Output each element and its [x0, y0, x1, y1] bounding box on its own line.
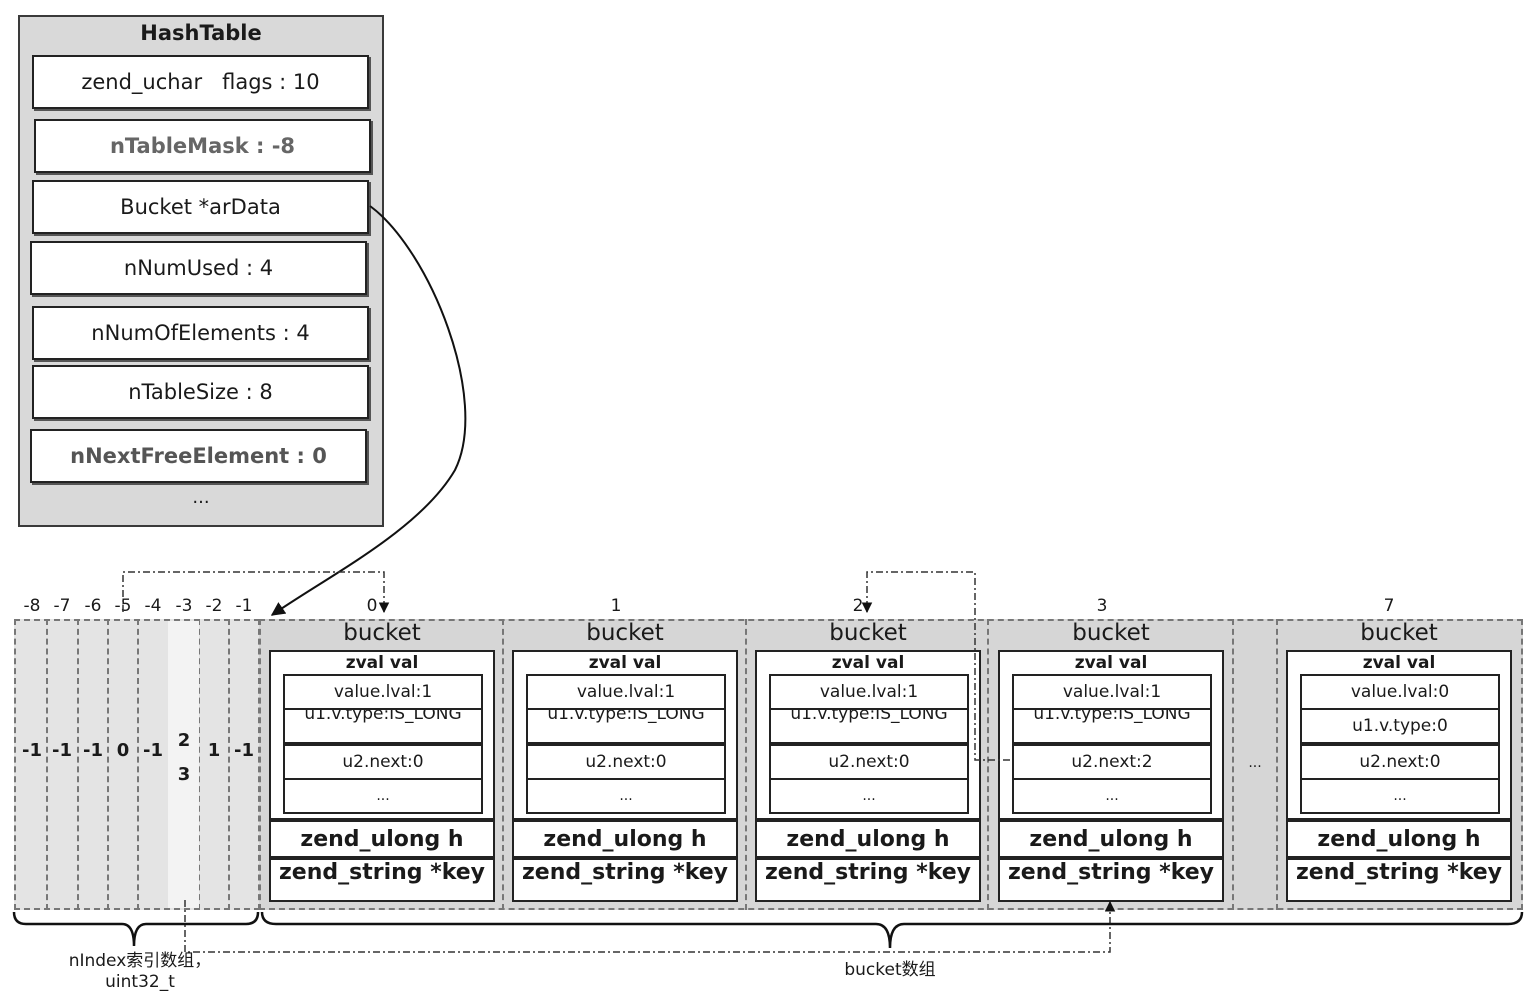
zval-title: zval val — [588, 653, 662, 673]
bucket-title: bucket — [586, 620, 664, 646]
hash-field: zend_ulong h — [998, 820, 1224, 858]
hashtable-struct: HashTable zend_uchar flags : 10 nTableMa… — [18, 15, 384, 527]
index-array-brace — [12, 911, 260, 947]
bucket-divider — [1232, 619, 1234, 910]
bucket-divider — [987, 619, 989, 910]
bucket-title: bucket — [1072, 620, 1150, 646]
ht-field-nnextfreeelement: nNextFreeElement : 0 — [30, 429, 367, 483]
bucket-title: bucket — [1360, 620, 1438, 646]
hash-field: zend_ulong h — [1286, 820, 1512, 858]
bucket-index: 0 — [366, 596, 378, 616]
index-value: 1 — [207, 740, 221, 761]
index-header: -2 — [205, 596, 223, 616]
zval-more-field: ... — [283, 778, 483, 814]
nindex-array-label: nIndex索引数组， uint32_t — [68, 951, 212, 992]
zval-value-field: value.lval:1 — [1012, 674, 1212, 710]
zval-type-field: u1.v.type:IS_LONG — [526, 708, 726, 744]
bucket-array-brace — [260, 911, 1524, 949]
index-header: -1 — [235, 596, 253, 616]
zval-box: zval val value.lval:1 u1.v.type:IS_LONG … — [998, 650, 1224, 820]
bucket-divider — [1276, 619, 1278, 910]
ht-field-flags: zend_uchar flags : 10 — [32, 55, 369, 109]
index-to-bucket0-arrow — [122, 571, 390, 614]
index-value: -1 — [83, 740, 103, 761]
ht-field-ntablesize: nTableSize : 8 — [32, 365, 369, 419]
hash-field: zend_ulong h — [512, 820, 738, 858]
key-field: zend_string *key — [998, 858, 1224, 902]
ht-field-nnumofelements: nNumOfElements : 4 — [32, 306, 369, 360]
zval-value-field: value.lval:1 — [283, 674, 483, 710]
key-field: zend_string *key — [512, 858, 738, 902]
bucket-divider — [502, 619, 504, 910]
bucket-3: bucket zval val value.lval:1 u1.v.type:I… — [998, 620, 1224, 902]
zval-box: zval val value.lval:1 u1.v.type:IS_LONG … — [755, 650, 981, 820]
key-field: zend_string *key — [269, 858, 495, 902]
index-header: -8 — [23, 596, 41, 616]
index-header: -7 — [53, 596, 71, 616]
ht-field-ntablemask: nTableMask : -8 — [34, 119, 371, 173]
index-divider — [77, 619, 79, 910]
bucket-index: 2 — [852, 596, 864, 616]
zval-more-field: ... — [1300, 778, 1500, 814]
bucket-index: 7 — [1383, 596, 1395, 616]
zval-type-field: u1.v.type:0 — [1300, 708, 1500, 744]
bucket-0: bucket zval val value.lval:1 u1.v.type:I… — [269, 620, 495, 902]
zval-next-field: u2.next:2 — [1012, 744, 1212, 780]
index-to-bucket3-arrow — [184, 900, 1116, 953]
index-value: -1 — [52, 740, 72, 761]
bucket-index: 3 — [1096, 596, 1108, 616]
index-header: -6 — [84, 596, 102, 616]
ht-more-ellipsis: ... — [192, 487, 210, 508]
zval-more-field: ... — [1012, 778, 1212, 814]
index-divider — [46, 619, 48, 910]
zval-box: zval val value.lval:0 u1.v.type:0 u2.nex… — [1286, 650, 1512, 820]
zval-type-field: u1.v.type:IS_LONG — [283, 708, 483, 744]
index-divider — [228, 619, 230, 910]
bucket-1: bucket zval val value.lval:1 u1.v.type:I… — [512, 620, 738, 902]
bucket-index: 1 — [610, 596, 622, 616]
bucket-7: bucket zval val value.lval:0 u1.v.type:0… — [1286, 620, 1512, 902]
index-value: -1 — [234, 740, 254, 761]
bucket-array-label: bucket数组 — [844, 960, 936, 980]
index-value: -1 — [143, 740, 163, 761]
bucket-title: bucket — [343, 620, 421, 646]
hash-field: zend_ulong h — [755, 820, 981, 858]
index-slot-highlight — [168, 621, 199, 908]
zval-type-field: u1.v.type:IS_LONG — [1012, 708, 1212, 744]
index-value: 0 — [116, 740, 130, 761]
index-value: -1 — [22, 740, 42, 761]
zval-box: zval val value.lval:1 u1.v.type:IS_LONG … — [269, 650, 495, 820]
ardata-pointer-arrow — [270, 205, 467, 616]
zval-title: zval val — [1362, 653, 1436, 673]
bucket-divider — [745, 619, 747, 910]
zval-title: zval val — [831, 653, 905, 673]
zval-title: zval val — [345, 653, 419, 673]
hash-field: zend_ulong h — [269, 820, 495, 858]
bucket-title: bucket — [829, 620, 907, 646]
index-header: -4 — [144, 596, 162, 616]
index-divider — [137, 619, 139, 910]
zval-title: zval val — [1074, 653, 1148, 673]
zval-type-field: u1.v.type:IS_LONG — [769, 708, 969, 744]
ht-field-nnumused: nNumUsed : 4 — [30, 241, 367, 295]
zval-next-field: u2.next:0 — [769, 744, 969, 780]
zval-more-field: ... — [769, 778, 969, 814]
key-field: zend_string *key — [1286, 858, 1512, 902]
bucket-2: bucket zval val value.lval:1 u1.v.type:I… — [755, 620, 981, 902]
ht-field-ardata: Bucket *arData — [32, 180, 369, 234]
index-divider — [107, 619, 109, 910]
hashtable-title: HashTable — [140, 21, 262, 45]
bucket-ellipsis: ... — [1248, 755, 1262, 771]
index-value-chain: 2 3 — [177, 730, 191, 785]
key-field: zend_string *key — [755, 858, 981, 902]
bucket3-next-to-bucket2-arrow — [861, 571, 1010, 761]
zval-next-field: u2.next:0 — [283, 744, 483, 780]
zval-more-field: ... — [526, 778, 726, 814]
zval-box: zval val value.lval:1 u1.v.type:IS_LONG … — [512, 650, 738, 820]
index-divider — [198, 619, 200, 910]
index-header: -3 — [175, 596, 193, 616]
